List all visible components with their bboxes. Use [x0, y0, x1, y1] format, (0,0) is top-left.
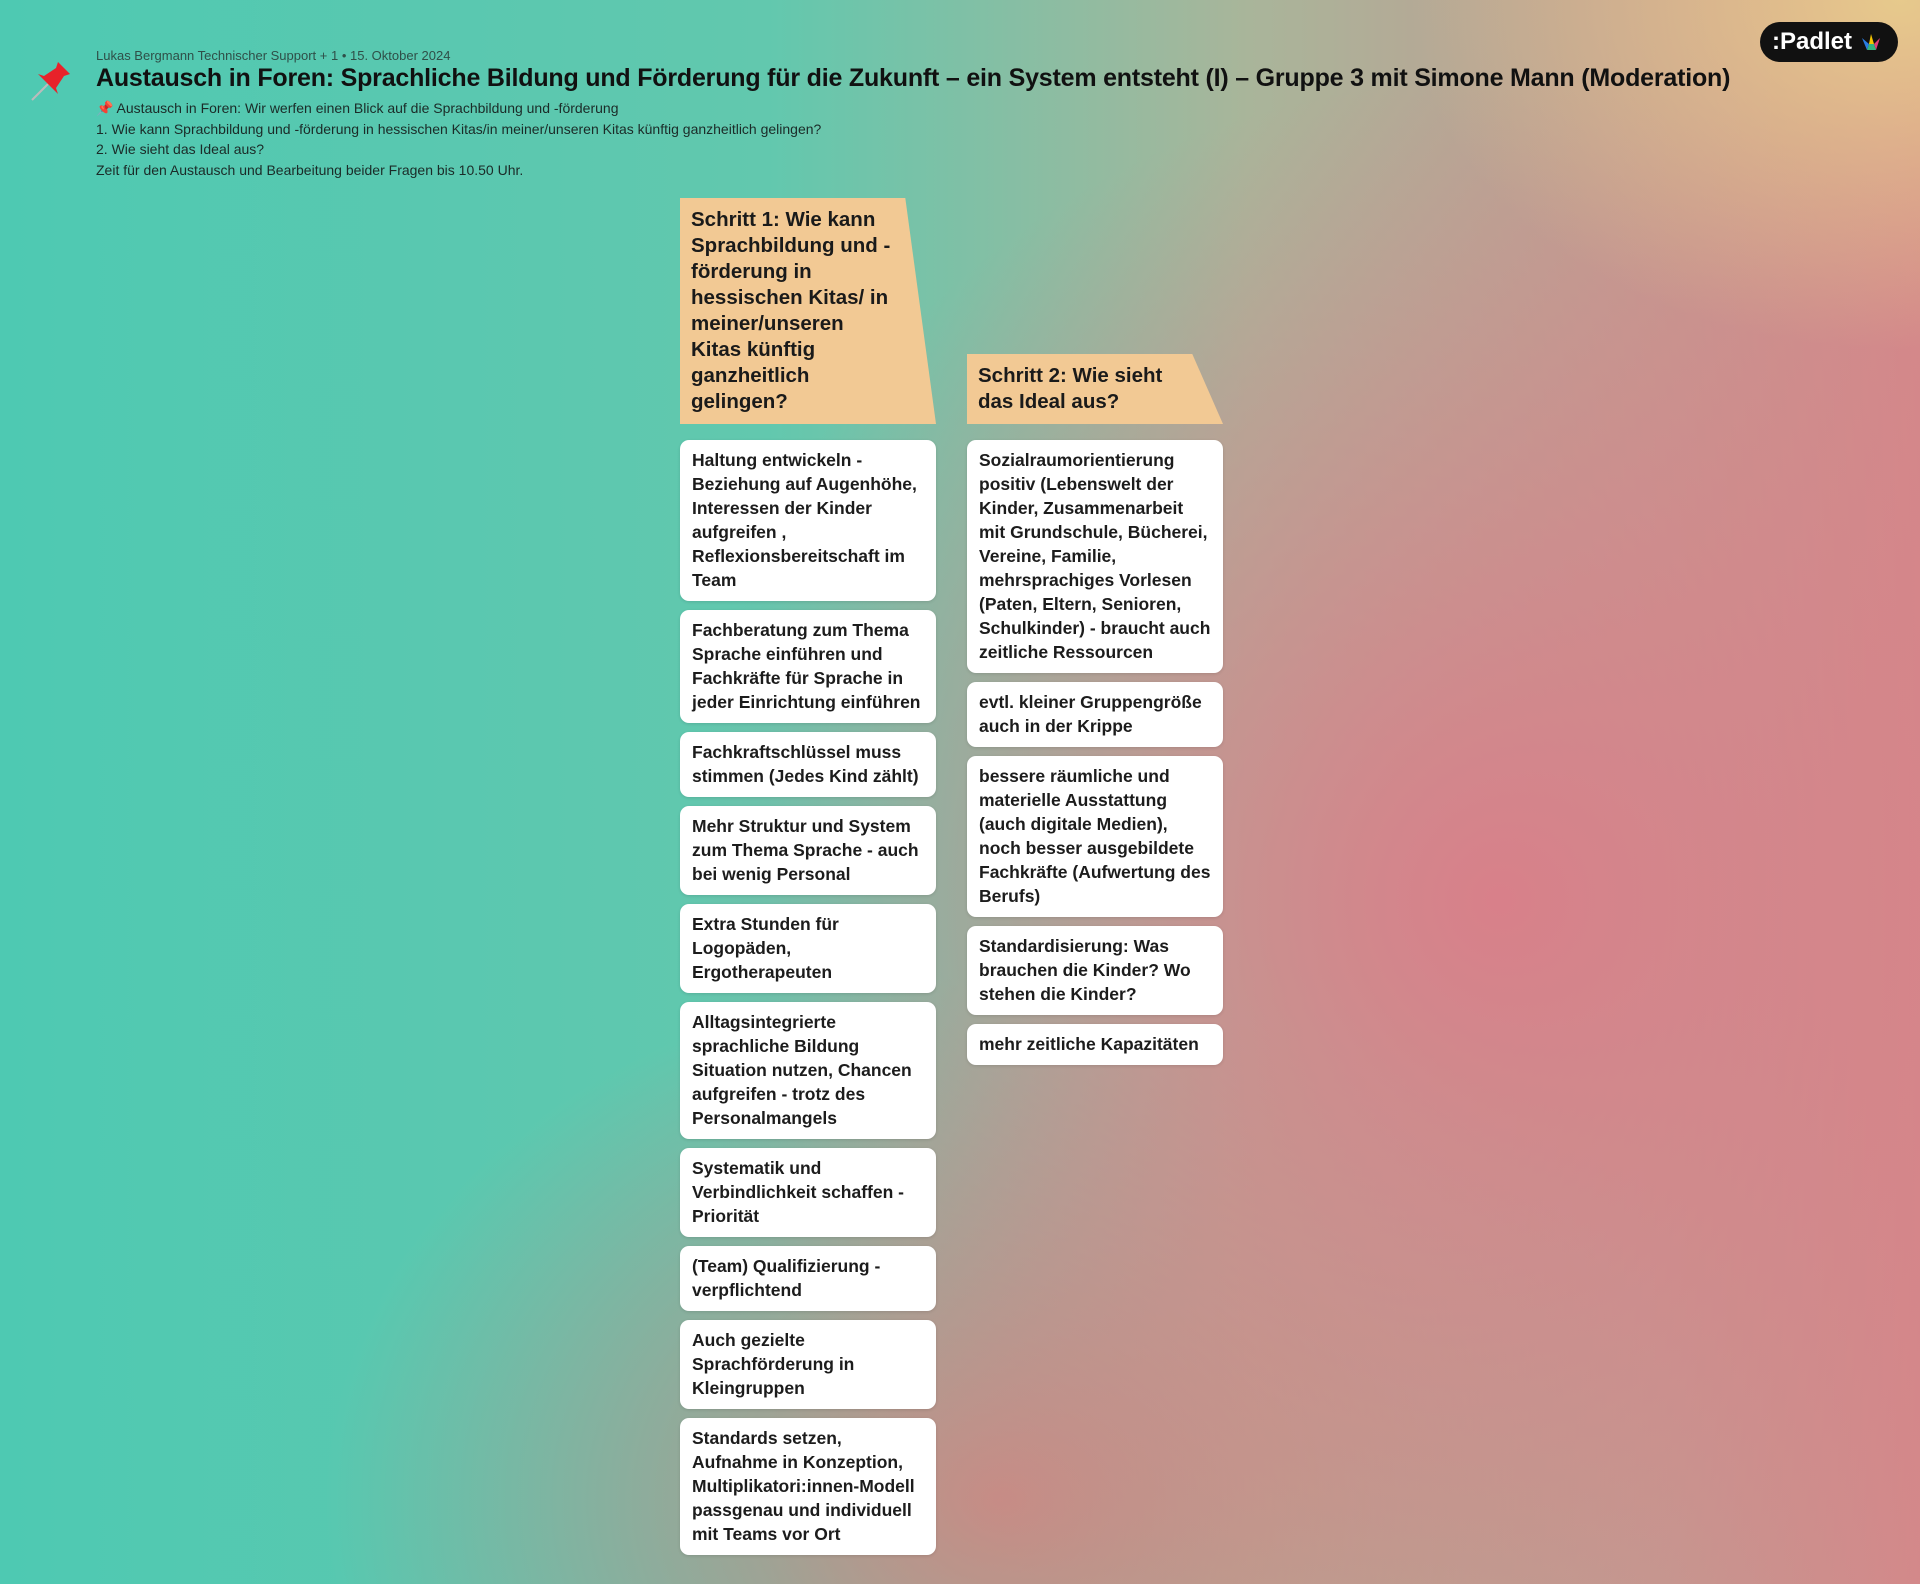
post-card[interactable]: Fachkraftschlüssel muss stimmen (Jedes K…: [680, 732, 936, 797]
column-step-1: Schritt 1: Wie kann Sprachbildung und -f…: [680, 198, 936, 1564]
post-card[interactable]: (Team) Qualifizierung - verpflichtend: [680, 1246, 936, 1311]
padlet-logo[interactable]: :Padlet: [1760, 22, 1898, 62]
post-card[interactable]: Fachberatung zum Thema Sprache einführen…: [680, 610, 936, 723]
description-line: 📌 Austausch in Foren: Wir werfen einen B…: [96, 100, 619, 116]
logo-text: :Padlet: [1772, 28, 1853, 55]
description-line: 2. Wie sieht das Ideal aus?: [96, 141, 265, 157]
description-line: Zeit für den Austausch und Bearbeitung b…: [96, 161, 524, 178]
section-header: Schritt 1: Wie kann Sprachbildung und -f…: [680, 198, 936, 424]
post-card[interactable]: Standards setzen, Aufnahme in Konzeption…: [680, 1418, 936, 1555]
post-card[interactable]: Sozialraumorientierung positiv (Lebenswe…: [967, 440, 1223, 673]
section-header: Schritt 2: Wie sieht das Ideal aus?: [967, 354, 1223, 424]
board-meta: Lukas Bergmann Technischer Support + 1 •…: [96, 48, 451, 63]
post-card[interactable]: Mehr Struktur und System zum Thema Sprac…: [680, 806, 936, 895]
padlet-bird-icon: [1862, 34, 1881, 50]
post-card[interactable]: mehr zeitliche Kapazitäten: [967, 1024, 1223, 1065]
post-card[interactable]: Haltung entwickeln - Beziehung auf Augen…: [680, 440, 936, 601]
column-step-2: Schritt 2: Wie sieht das Ideal aus? Sozi…: [967, 354, 1223, 1074]
post-card[interactable]: Auch gezielte Sprachförderung in Kleingr…: [680, 1320, 936, 1409]
post-card[interactable]: Standardisierung: Was brauchen die Kinde…: [967, 926, 1223, 1015]
post-card[interactable]: evtl. kleiner Gruppengröße auch in der K…: [967, 682, 1223, 747]
description-line: 1. Wie kann Sprachbildung und -förderung…: [96, 120, 822, 137]
post-card[interactable]: Alltagsintegrierte sprachliche Bildung S…: [680, 1002, 936, 1139]
pushpin-icon: [31, 62, 70, 101]
board-description: 📌 Austausch in Foren: Wir werfen einen B…: [96, 98, 821, 180]
post-card[interactable]: Systematik und Verbindlichkeit schaffen …: [680, 1148, 936, 1237]
post-card[interactable]: Extra Stunden für Logopäden, Ergotherape…: [680, 904, 936, 993]
post-card[interactable]: bessere räumliche und materielle Ausstat…: [967, 756, 1223, 917]
board-title: Austausch in Foren: Sprachliche Bildung …: [96, 64, 1731, 92]
